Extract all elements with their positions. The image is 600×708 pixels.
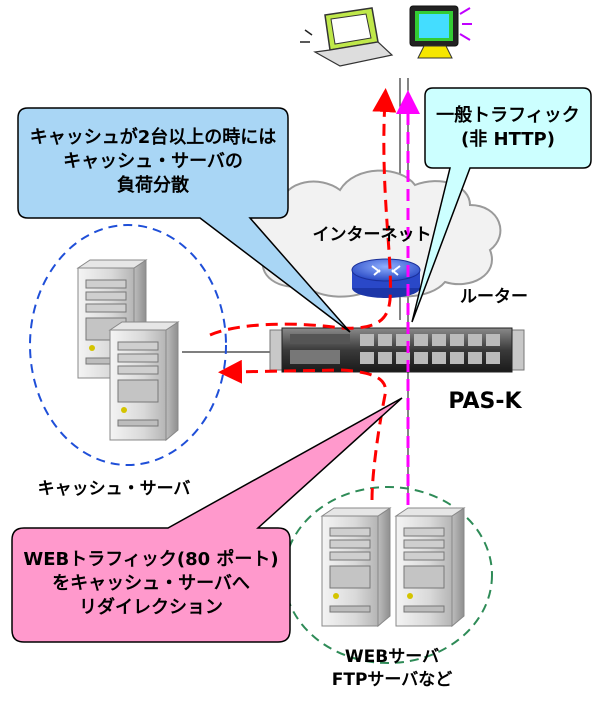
internet-cloud [249,169,502,298]
redirect-path-out [218,359,388,501]
internet-label: インターネット [312,225,432,245]
callout-line: キャッシュ・サーバの [63,151,243,172]
cache-server-group-outline [29,224,227,466]
web-servers-label: WEBサーバ FTPサーバなど [312,646,472,692]
web-servers-label-line: WEBサーバ [344,647,440,667]
cache-balance-callout-text: キャッシュが2台以上の時には キャッシュ・サーバの 負荷分散 [20,126,286,198]
web-redirect-callout [11,397,403,643]
redirect-path-return [209,88,397,337]
laptop-icon [300,7,394,67]
callout-line: キャッシュが2台以上の時には [29,127,277,148]
callout-line: リダイレクション [79,597,223,618]
web-server-icon [321,507,391,627]
callout-line: 一般トラフィック [436,105,580,126]
router-icon [351,258,421,298]
general-traffic-callout [411,87,592,323]
web-server-icon [395,507,465,627]
callout-line: (非 HTTP) [461,129,555,150]
callout-line: をキャッシュ・サーバへ [52,573,250,594]
cache-server-icon [109,321,179,441]
pas-k-appliance [269,327,525,373]
cache-balance-callout [17,107,351,333]
general-traffic-callout-text: 一般トラフィック (非 HTTP) [427,104,589,152]
callout-line: 負荷分散 [117,175,189,196]
web-servers-label-line: FTPサーバなど [331,670,453,690]
desktop-computer-icon [409,5,472,59]
cache-servers-label: キャッシュ・サーバ [37,479,191,499]
router-label: ルーター [460,287,528,307]
web-redirect-callout-text: WEBトラフィック(80 ポート) をキャッシュ・サーバへ リダイレクション [14,548,288,620]
device-label: PAS-K [448,389,522,414]
callout-line: WEBトラフィック(80 ポート) [23,549,279,570]
